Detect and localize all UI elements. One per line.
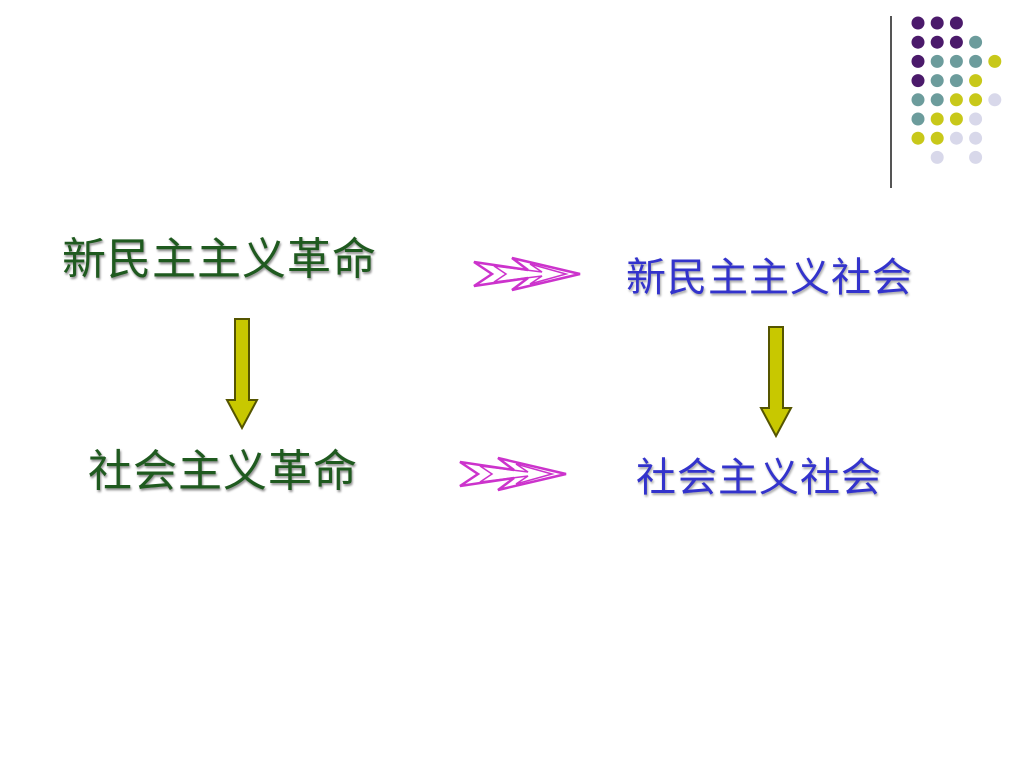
- decorative-dot: [911, 16, 925, 30]
- decorative-dot: [911, 54, 925, 68]
- decorative-dot: [930, 16, 944, 30]
- decorative-dot: [969, 74, 983, 88]
- decorative-dot: [969, 131, 983, 145]
- decorative-dot: [930, 93, 944, 107]
- decorative-dot: [930, 112, 944, 126]
- decorative-dot: [911, 112, 925, 126]
- decorative-dot: [930, 131, 944, 145]
- decorative-dot: [969, 93, 983, 107]
- node-new-democratic-revolution: 新民主主义革命: [62, 234, 377, 285]
- node-socialist-society: 社会主义社会: [636, 455, 882, 501]
- decorative-dot: [949, 131, 963, 145]
- decorative-dot: [949, 112, 963, 126]
- decorative-dot: [949, 54, 963, 68]
- decorative-dot: [930, 74, 944, 88]
- arrow-nd-society-to-socialist-society: [759, 326, 793, 439]
- arrow-socialist-revolution-to-socialist-society: [459, 456, 567, 492]
- decorative-dot: [988, 54, 1002, 68]
- decorative-dot: [969, 35, 983, 49]
- decorative-dot: [911, 131, 925, 145]
- decorative-dot: [911, 93, 925, 107]
- decorative-dot: [930, 54, 944, 68]
- decorative-vertical-line: [890, 16, 892, 188]
- decorative-dot: [930, 35, 944, 49]
- decorative-dot: [949, 74, 963, 88]
- decorative-dot: [911, 74, 925, 88]
- decorative-dot: [969, 54, 983, 68]
- arrow-nd-revolution-to-socialist-revolution: [225, 318, 259, 431]
- decorative-dot: [969, 150, 983, 164]
- decorative-dot-grid: [911, 16, 1002, 164]
- decorative-dot: [930, 150, 944, 164]
- decorative-dot: [949, 16, 963, 30]
- decorative-dot: [988, 93, 1002, 107]
- node-new-democratic-society: 新民主主义社会: [626, 255, 913, 301]
- decorative-dot: [949, 93, 963, 107]
- decorative-dot: [949, 35, 963, 49]
- decorative-dot: [969, 112, 983, 126]
- node-socialist-revolution: 社会主义革命: [88, 446, 358, 497]
- decorative-dot: [911, 35, 925, 49]
- arrow-nd-revolution-to-nd-society: [473, 256, 581, 292]
